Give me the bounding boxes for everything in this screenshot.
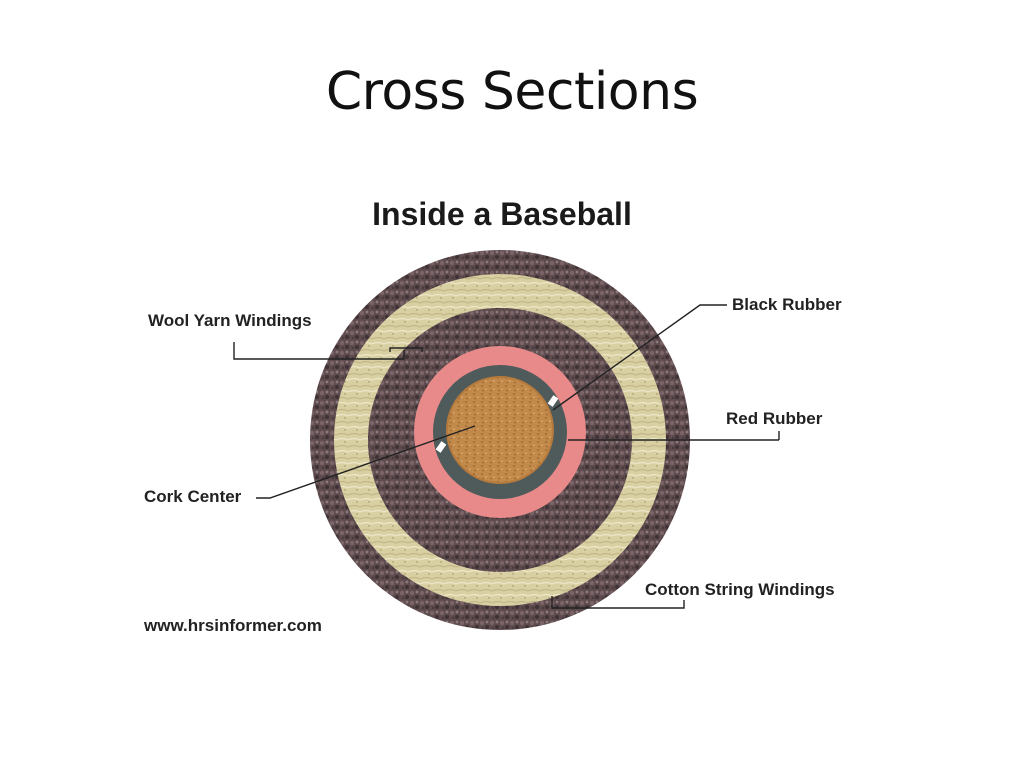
rubber-gap-highlight-2 — [435, 441, 447, 453]
cotton-leader-line — [551, 596, 685, 609]
leader-lines — [233, 304, 780, 609]
slide-title: Cross Sections — [325, 62, 699, 122]
black-rubber-leader-line — [552, 304, 727, 411]
red-rubber-label: Red Rubber — [726, 409, 823, 428]
rubber-gap-highlight-1 — [547, 395, 559, 407]
wool-leader-bracket — [389, 347, 423, 352]
baseball-rings — [310, 250, 690, 630]
cotton-string-windings-label: Cotton String Windings — [645, 580, 835, 599]
cork-center — [447, 377, 553, 483]
wool-leader-line — [233, 342, 405, 360]
source-url-label: www.hrsinformer.com — [144, 616, 322, 635]
figure-title: Inside a Baseball — [372, 196, 632, 232]
cork-leader-line — [256, 425, 476, 499]
cork-center-label: Cork Center — [144, 487, 242, 506]
wool-yarn-windings-label: Wool Yarn Windings — [148, 311, 312, 330]
cork-highlight — [446, 376, 554, 484]
black-rubber-label: Black Rubber — [732, 295, 842, 314]
